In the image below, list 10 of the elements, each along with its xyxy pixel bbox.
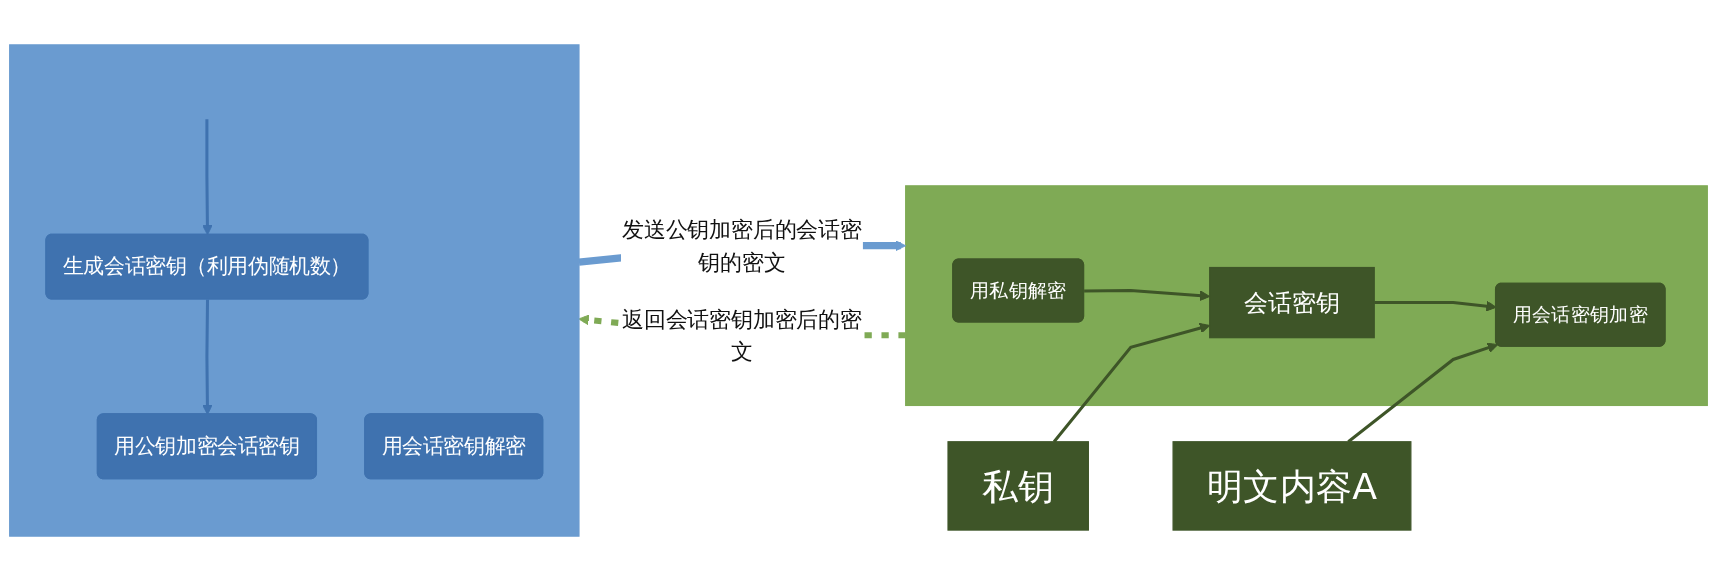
- cluster: [905, 185, 1708, 407]
- edge-label: 发送公钥加密后的会话密钥的密文: [622, 216, 862, 275]
- arrow: [202, 299, 213, 415]
- edge-label: 返回会话密钥加密后的密文: [622, 306, 862, 365]
- arrow: [202, 119, 213, 236]
- cluster: [9, 44, 580, 537]
- arrow: [1347, 342, 1499, 443]
- node-box: 会话密钥: [1209, 266, 1375, 339]
- node-box: 明文内容A: [1172, 441, 1412, 531]
- node-box: 私钥: [947, 441, 1089, 531]
